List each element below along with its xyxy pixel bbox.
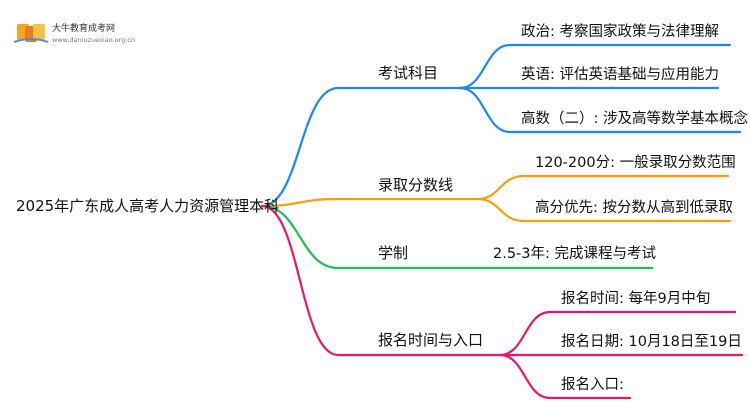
connector-score-range (476, 174, 730, 201)
logo-url: www.daniuzuexiao.org.cn (52, 36, 135, 44)
leaf-politics: 政治: 考察国家政策与法律理解 (521, 22, 719, 40)
leaf-math: 高数（二）: 涉及高等数学基本概念 (521, 109, 748, 127)
connector-root-enroll (260, 204, 502, 357)
leaf-english: 英语: 评估英语基础与应用能力 (521, 65, 719, 83)
leaf-duration: 2.5-3年: 完成课程与考试 (493, 245, 657, 262)
leaf-enroll-date: 报名日期: 10月18日至19日 (561, 333, 742, 350)
connectors (260, 43, 744, 400)
branch-exam-subjects: 考试科目 (378, 64, 438, 82)
connector-enroll-time (498, 310, 737, 357)
book-icon (13, 24, 49, 43)
connector-subjects-math (458, 86, 742, 134)
branch-enrollment: 报名时间与入口 (378, 331, 483, 349)
connector-root-score (260, 197, 480, 208)
logo-title: 大牛教育成考网 (52, 22, 115, 34)
leaf-score-priority: 高分优先: 按分数从高到低录取 (535, 199, 733, 216)
connector-root-duration (260, 204, 654, 270)
connector-subjects-politics (458, 43, 732, 90)
branch-admission-score: 录取分数线 (378, 176, 453, 194)
site-logo: 大牛教育成考网 www.daniuzuexiao.org.cn (13, 22, 135, 44)
leaf-enroll-time: 报名时间: 每年9月中旬 (561, 290, 710, 307)
branch-duration: 学制 (378, 244, 408, 262)
leaf-enroll-portal: 报名入口: (561, 376, 624, 393)
connector-root-subjects (260, 86, 462, 208)
root-topic: 2025年广东成人高考人力资源管理本科 (16, 197, 279, 215)
leaf-score-range: 120-200分: 一般录取分数范围 (535, 154, 736, 171)
connector-score-priority (476, 197, 732, 223)
connector-enroll-portal (498, 353, 632, 400)
